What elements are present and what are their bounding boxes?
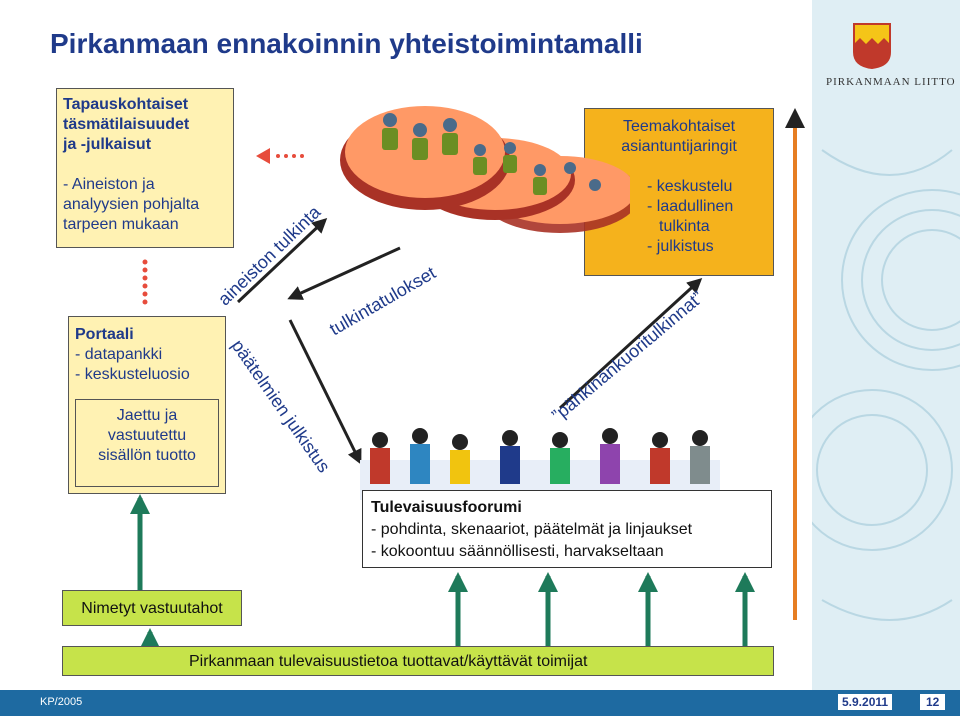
responsible-parties-box: Nimetyt vastuutahot [62, 590, 242, 626]
arrow-to-experts [236, 217, 328, 304]
case-events-box: Tapauskohtaiset täsmätilaisuudet ja -jul… [56, 88, 234, 248]
list-item: - julkistus [647, 238, 714, 255]
future-forum-box: Tulevaisuusfoorumi - pohdinta, skenaario… [362, 490, 772, 568]
inner-line: Jaettu ja [116, 407, 178, 424]
list-item: - datapankki [75, 346, 163, 363]
shared-content-box: Jaettu ja vastuutettu sisällön tuotto [75, 399, 219, 487]
case-events-body: - Aineiston ja analyysien pohjalta tarpe… [63, 175, 199, 235]
list-item: tulkinta [659, 218, 710, 235]
list-item: - keskustelu [647, 178, 733, 195]
sidebar-decoration [791, 0, 960, 690]
body-line: analyysien pohjalta [63, 196, 200, 213]
arrows-layer [130, 108, 805, 668]
list-item: - kokoontuu säännöllisesti, harvakseltaa… [371, 543, 664, 560]
dotted-connector [142, 259, 148, 305]
portal-box: Portaali - datapankki - keskusteluosio J… [68, 316, 226, 494]
expert-rings-list: - keskustelu - laadullinen tulkinta - ju… [647, 177, 733, 257]
forum-heading: Tulevaisuusfoorumi [371, 499, 522, 516]
logo-text: PIRKANMAAN LIITTO [826, 76, 956, 88]
heading-line: Teemakohtaiset [622, 118, 736, 135]
page-title: Pirkanmaan ennakoinnin yhteistoimintamal… [50, 28, 643, 59]
footer-page-number: 12 [920, 694, 946, 710]
portal-text: Portaali - datapankki - keskusteluosio [75, 325, 190, 385]
heading-line: täsmätilaisuudet [63, 116, 190, 133]
expert-rings-box: Teemakohtaiset asiantuntijaringit - kesk… [584, 108, 774, 276]
body-line: tarpeen mukaan [63, 216, 179, 233]
footer-bar: KP/2005 5.9.2011 12 [0, 690, 960, 716]
actors-box: Pirkanmaan tulevaisuustietoa tuottavat/k… [62, 646, 774, 676]
heading-line: asiantuntijaringit [621, 138, 737, 155]
body-line: - Aineiston ja [63, 176, 155, 193]
expert-meeting-illustration [340, 106, 630, 233]
shared-content-text: Jaettu ja vastuutettu sisällön tuotto [76, 406, 218, 466]
heading-line: ja -julkaisut [63, 136, 152, 153]
dotted-arrow-left [256, 148, 304, 164]
footer-date: 5.9.2011 [838, 694, 893, 710]
arrow-to-forum [288, 319, 362, 465]
inner-line: vastuutettu [107, 427, 187, 444]
portal-heading: Portaali [75, 326, 134, 343]
sidebar-pattern [791, 149, 960, 621]
arrow-from-experts [287, 246, 401, 300]
future-forum-text: Tulevaisuusfoorumi - pohdinta, skenaario… [371, 497, 692, 563]
inner-line: sisällön tuotto [98, 447, 196, 464]
case-events-heading: Tapauskohtaiset täsmätilaisuudet ja -jul… [63, 95, 189, 155]
list-item: - pohdinta, skenaariot, päätelmät ja lin… [371, 521, 693, 538]
heading-line: Tapauskohtaiset [63, 96, 189, 113]
list-item: - keskusteluosio [75, 366, 190, 383]
forum-crowd-illustration [360, 428, 720, 500]
footer-left-text: KP/2005 [40, 696, 83, 708]
arrow-to-expert-rings [558, 277, 703, 410]
responsible-parties-label: Nimetyt vastuutahot [81, 600, 223, 617]
actors-label: Pirkanmaan tulevaisuustietoa tuottavat/k… [189, 653, 588, 670]
expert-rings-heading: Teemakohtaiset asiantuntijaringit [585, 117, 773, 157]
coat-of-arms-icon [853, 23, 891, 70]
list-item: - laadullinen [647, 198, 734, 215]
